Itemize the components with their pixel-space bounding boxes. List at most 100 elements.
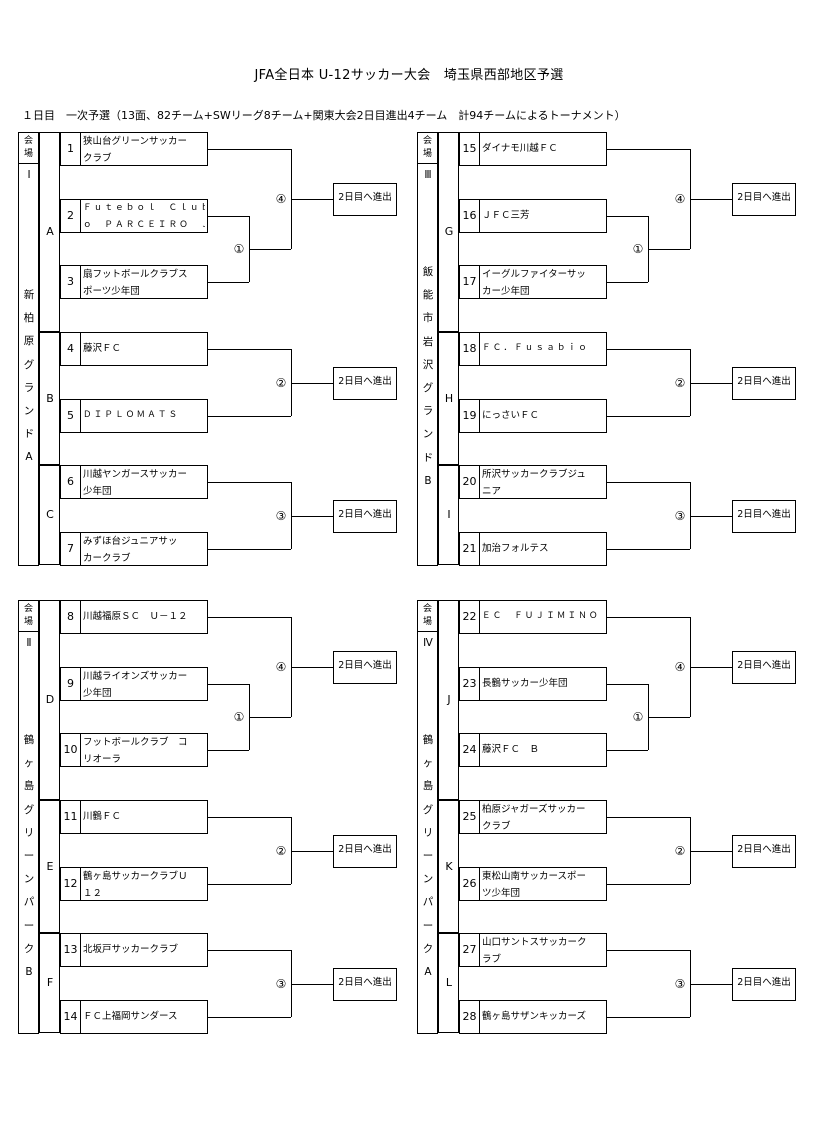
team-name-line: 東松山南サッカースポー <box>482 871 587 882</box>
venue-name-char: B <box>424 474 432 487</box>
team-seed-number: 14 <box>60 1000 81 1034</box>
bracket-line <box>690 382 732 384</box>
team-name-line: ツ少年団 <box>482 888 521 899</box>
venue-name-char: 市 <box>422 312 434 325</box>
round-mark: ③ <box>671 976 689 991</box>
team-name-box: 東松山南サッカースポーツ少年団 <box>479 867 607 901</box>
team-name-box: Ｆｕｔｅｂｏｌ Ｃｌｕｂｅ ｄｏ ＰＡＲＣＥＩＲＯ Ｊｒ <box>80 199 208 233</box>
venue-number: Ⅰ <box>27 169 31 181</box>
team-name-box: ＥＣ ＦＵＪＩＭＩＮＯ <box>479 600 607 634</box>
team-name-box: 長鶴サッカー少年団 <box>479 667 607 701</box>
round-mark: ③ <box>272 976 290 991</box>
venue-name-char: 原 <box>23 335 35 348</box>
venue-name-char: ヶ <box>422 757 434 770</box>
team-name-line: 長鶴サッカー少年団 <box>482 678 568 689</box>
venue-name-char: 島 <box>23 780 35 793</box>
venue-name-char: 島 <box>422 780 434 793</box>
round-mark: ② <box>671 843 689 858</box>
venue-label-char: 場 <box>422 617 432 627</box>
advance-box: 2日目へ進出 <box>333 834 397 868</box>
advance-box: 2日目へ進出 <box>333 967 397 1001</box>
team-name-box: 狭山台グリーンサッカークラブ <box>80 132 208 166</box>
bracket-line <box>291 850 333 852</box>
team-name-line: みずほ台ジュニアサッ <box>83 536 178 547</box>
round-mark: ① <box>629 242 647 256</box>
bracket-line <box>607 549 690 550</box>
bracket-line <box>607 282 648 283</box>
bracket-line <box>208 684 249 685</box>
group-cell: L <box>438 933 459 1033</box>
team-name-box: 藤沢ＦＣ Ｂ <box>479 733 607 767</box>
team-seed-number: 16 <box>459 199 480 233</box>
team-seed-number: 17 <box>459 265 480 299</box>
team-name-line: 北坂戸サッカークラブ <box>83 944 179 955</box>
team-name-box: 加治フォルテス <box>479 532 607 566</box>
group-cell: C <box>39 465 60 565</box>
bracket-line <box>291 667 333 668</box>
team-seed-number: 9 <box>60 667 81 701</box>
team-name-line: 少年団 <box>83 688 112 699</box>
team-name-box: ダイナモ川越ＦＣ <box>479 132 607 166</box>
bracket-line <box>208 617 291 618</box>
group-cell: H <box>438 332 459 465</box>
advance-box: 2日目へ進出 <box>732 651 796 684</box>
team-seed-number: 28 <box>459 1000 480 1034</box>
bracket-line <box>208 884 291 885</box>
venue-name-char: 飯 <box>422 266 434 278</box>
venue-name-char: パ <box>23 896 35 909</box>
team-name-line: 山口サントスサッカーク <box>482 937 587 948</box>
team-name-line: ラブ <box>482 954 502 965</box>
team-name-box: 山口サントスサッカークラブ <box>479 933 607 967</box>
venue-name-char: ド <box>23 428 35 441</box>
bracket-line <box>607 416 690 417</box>
team-name-line: カー少年団 <box>482 286 530 297</box>
group-letter: D <box>45 693 55 706</box>
team-seed-number: 26 <box>459 867 480 901</box>
team-seed-number: 3 <box>60 265 81 299</box>
team-name-line: イーグルファイターサッ <box>482 269 586 280</box>
team-name-line: リオーラ <box>83 754 122 765</box>
venue-name-char: ー <box>23 919 35 932</box>
venue-label-char: 会 <box>422 604 432 614</box>
group-cell: F <box>39 933 60 1033</box>
round-mark: ④ <box>671 660 689 674</box>
venue-name-char: ン <box>23 405 35 417</box>
group-letter: B <box>46 391 54 405</box>
venue-label: 会場 <box>417 132 438 164</box>
venue-name-char: グ <box>23 803 35 816</box>
team-name-box: 川越ライオンズサッカー少年団 <box>80 667 208 701</box>
team-seed-number: 8 <box>60 600 81 634</box>
team-seed-number: 7 <box>60 532 81 566</box>
bracket-line <box>208 416 291 417</box>
team-seed-number: 11 <box>60 800 81 834</box>
team-seed-number: 4 <box>60 332 81 366</box>
venue-name-char: グ <box>422 803 434 816</box>
team-name-box: 川越ヤンガースサッカー少年団 <box>80 465 208 499</box>
venue-name-char: ク <box>23 942 35 955</box>
group-letter: E <box>46 859 54 873</box>
bracket-line <box>208 1017 291 1018</box>
team-name-line: 少年団 <box>83 486 112 497</box>
team-name-line: 藤沢ＦＣ Ｂ <box>482 744 540 755</box>
venue-label-char: 会 <box>422 136 432 146</box>
bracket-line <box>291 382 333 384</box>
venue-name-char: パ <box>422 896 434 909</box>
round-mark: ④ <box>272 192 290 206</box>
team-name-line: 狭山台グリーンサッカー <box>83 136 188 147</box>
team-seed-number: 25 <box>459 800 480 834</box>
venue-name-char: リ <box>422 826 434 839</box>
bracket-line <box>208 216 249 217</box>
bracket-line <box>607 884 690 885</box>
team-seed-number: 19 <box>459 399 480 433</box>
team-name-box: ＦＣ上福岡サンダース <box>80 1000 208 1034</box>
bracket-line <box>208 149 291 150</box>
bracket-line <box>208 817 291 818</box>
bracket-line <box>291 199 333 200</box>
venue-number: Ⅱ <box>26 637 32 649</box>
venue-name-char: ー <box>422 919 434 932</box>
team-name-box: ＪＦＣ三芳 <box>479 199 607 233</box>
group-cell: D <box>39 600 60 800</box>
venue-number: Ⅲ <box>424 169 432 181</box>
